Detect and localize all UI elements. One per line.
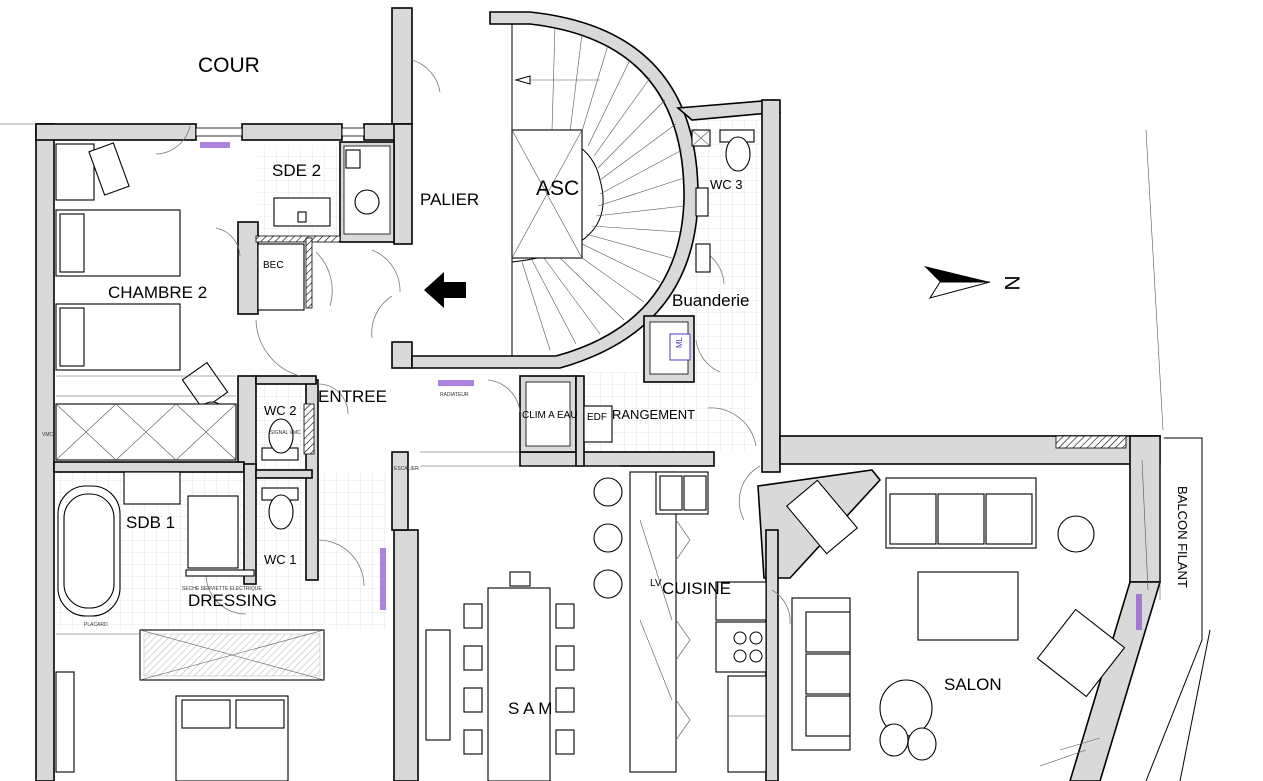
- label-radiateur: RADIATEUR: [440, 392, 469, 398]
- label-edf: EDF: [587, 412, 607, 423]
- label-dressing: DRESSING: [188, 591, 277, 610]
- label-buanderie: Buanderie: [672, 291, 750, 310]
- salon-furniture: [785, 477, 1126, 761]
- label-sam: S A M: [508, 699, 552, 718]
- label-rangement: RANGEMENT: [612, 407, 695, 422]
- dressing-furniture: [55, 629, 325, 781]
- entry-arrow-icon: [424, 272, 466, 308]
- label-cour: COUR: [198, 54, 260, 77]
- room-labels: COUR PALIER ASC SDE 2 WC 3 CHAMBRE 2 BEC…: [42, 54, 1190, 718]
- label-asc: ASC: [536, 177, 579, 200]
- sde2-fixtures: [273, 149, 380, 227]
- label-sde2: SDE 2: [272, 161, 321, 180]
- wc-fixtures: [261, 129, 755, 530]
- sam-furniture: [425, 571, 575, 781]
- balcon: [1039, 437, 1211, 781]
- label-placard: PLACARD: [84, 622, 108, 628]
- label-balcon: BALCON FILANT: [1175, 486, 1190, 588]
- label-palier: PALIER: [420, 190, 479, 209]
- label-entree: ENTREE: [318, 387, 387, 406]
- label-douche: SECHE SERVIETTE ELECTRIQUE: [182, 586, 262, 592]
- label-bec: BEC: [263, 260, 284, 271]
- hatched-walls: [255, 235, 1127, 455]
- chambre2-furniture: [55, 142, 237, 461]
- label-wcvmc: SIGNAL VMC: [270, 430, 301, 436]
- label-wc1: WC 1: [264, 552, 297, 567]
- cuisine-furniture: [420, 451, 767, 773]
- compass: N: [924, 266, 1023, 299]
- staircase: [511, 24, 685, 356]
- label-cuisine: CUISINE: [662, 579, 731, 598]
- label-wc2: WC 2: [264, 403, 297, 418]
- label-sdb1: SDB 1: [126, 513, 175, 532]
- label-escalier: ESCALIER: [394, 466, 419, 472]
- bec-cabinet: [257, 243, 305, 311]
- label-clim: CLIM A EAU: [522, 410, 578, 421]
- label-salon: SALON: [944, 675, 1002, 694]
- compass-label: N: [1000, 275, 1023, 290]
- label-vmc: VMC: [42, 432, 54, 438]
- radiators: [200, 142, 1142, 630]
- label-ml: ML: [675, 336, 684, 348]
- label-wc3: WC 3: [710, 177, 743, 192]
- label-chambre2: CHAMBRE 2: [108, 283, 207, 302]
- sdb1-fixtures: [57, 471, 255, 617]
- buanderie-fixtures: [583, 243, 711, 443]
- label-lv: LV: [650, 578, 662, 589]
